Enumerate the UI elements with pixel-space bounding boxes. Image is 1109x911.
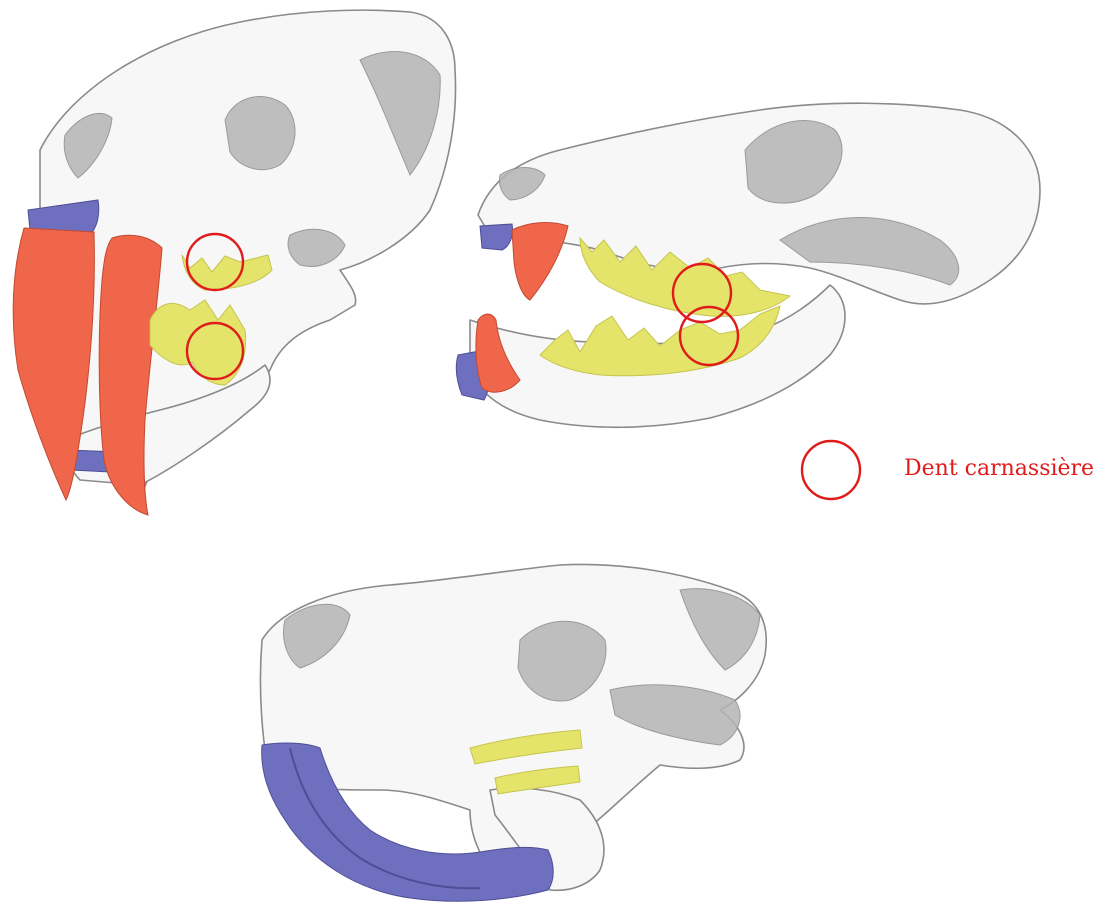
- sabertooth-orbit: [225, 97, 295, 170]
- rodent-skull: [260, 564, 766, 901]
- canid-upper-incisors: [480, 224, 513, 250]
- legend-label: Dent carnassière: [904, 456, 1094, 481]
- legend: [802, 441, 860, 499]
- legend-carnassial-circle-icon: [802, 441, 860, 499]
- canid-skull: [456, 103, 1040, 427]
- canid-upper-canine: [512, 223, 568, 300]
- sabertooth-skull: [13, 10, 455, 515]
- sabertooth-upper-incisors: [28, 200, 99, 232]
